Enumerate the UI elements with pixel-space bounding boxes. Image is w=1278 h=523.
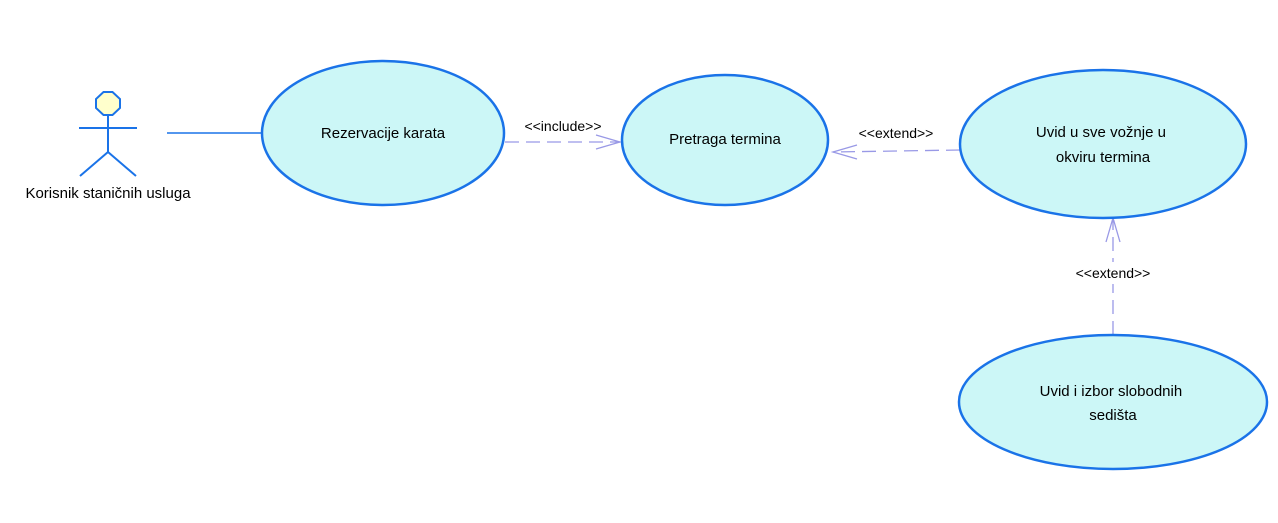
include-dependency[interactable]: <<include>> xyxy=(505,118,623,150)
actor-korisnik[interactable]: Korisnik staničnih usluga xyxy=(25,91,191,202)
use-case-ellipse xyxy=(260,59,506,207)
use-case-ellipse xyxy=(957,333,1269,471)
use-case-uvid-sedista[interactable]: Uvid i izbor slobodnih sedišta xyxy=(957,333,1269,471)
svg-text:Uvid u sve vožnje u okvi: Uvid u sve vožnje u okviru termina xyxy=(1036,124,1170,166)
use-case-rezervacije-karata[interactable]: Rezervacije karata xyxy=(260,59,506,207)
include-label: <<include>> xyxy=(524,118,601,134)
use-case-label-line: okviru termina xyxy=(1056,149,1151,166)
svg-text:Uvid i izbor slobodnih s: Uvid i izbor slobodnih sedišta xyxy=(1040,383,1187,424)
use-case-label-line: Rezervacije karata xyxy=(321,125,446,142)
use-case-uvid-voznje[interactable]: Uvid u sve vožnje u okviru termina xyxy=(958,68,1248,220)
use-case-pretraga-termina[interactable]: Pretraga termina xyxy=(620,73,830,207)
extend-dependency-sedista[interactable]: <<extend>> xyxy=(1060,215,1166,335)
use-case-label-line: sedišta xyxy=(1089,407,1137,424)
use-case-ellipse xyxy=(620,73,830,207)
svg-text:Pretraga termina: Pretraga termina xyxy=(669,131,781,148)
stick-figure-icon xyxy=(79,91,137,177)
use-case-label-line: Uvid i izbor slobodnih xyxy=(1040,383,1183,400)
extend-label-voznje: <<extend>> xyxy=(859,125,934,141)
extend-line-voznje xyxy=(832,149,961,153)
extend-arrowhead-voznje xyxy=(830,144,858,160)
include-arrowhead xyxy=(595,134,623,150)
use-case-label-line: Pretraga termina xyxy=(669,131,781,148)
use-case-ellipse xyxy=(958,68,1248,220)
actor-label: Korisnik staničnih usluga xyxy=(25,185,191,202)
extend-dependency-voznje[interactable]: <<extend>> xyxy=(830,125,961,160)
use-case-label-line: Uvid u sve vožnje u xyxy=(1036,124,1166,141)
extend-label-bg xyxy=(1060,262,1166,284)
svg-text:Rezervacije karata: Rezervacije karata xyxy=(321,125,446,142)
actor-head xyxy=(95,91,121,116)
extend-label-sedista: <<extend>> xyxy=(1076,265,1151,281)
